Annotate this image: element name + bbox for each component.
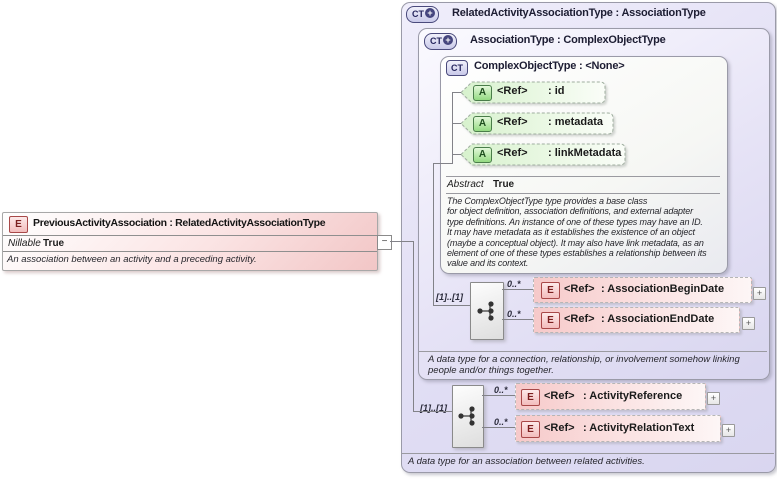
sequence-compositor[interactable] [452,385,484,448]
cardinality-label: [1]..[1] [436,292,463,302]
element-ref-label: <Ref> [544,390,575,402]
connector-line [452,92,461,93]
divider [3,251,377,252]
complex-type-icon: CT [446,60,468,76]
cardinality-label: 0..* [507,309,521,319]
element-ref-label: <Ref> [564,313,595,325]
attribute-ref-label: <Ref> [497,116,528,128]
attribute-row-metadata[interactable]: A <Ref> : metadata [460,112,614,135]
derived-plus-icon: + [425,8,435,18]
sequence-icon [477,301,494,321]
connector-line [452,123,461,124]
sequence-icon [458,406,475,426]
expand-button[interactable]: + [753,287,766,300]
expand-button[interactable]: + [722,424,735,437]
connector-line [452,154,461,155]
derived-plus-icon: + [443,35,453,45]
expand-button[interactable]: + [707,392,720,405]
complex-type-icon: CT+ [424,33,457,50]
attribute-banner-shape [460,143,626,166]
element-ref-label: <Ref> [564,283,595,295]
attribute-ref-label: <Ref> [497,85,528,97]
element-name: : ActivityRelationText [583,422,695,434]
divider [3,235,377,236]
element-icon: E [521,421,540,438]
connector-line [413,411,452,412]
collapse-button[interactable]: − [377,235,392,250]
attribute-name: : metadata [548,116,604,128]
ct-badge-label: CT [451,63,463,73]
connector-line [433,163,453,164]
attribute-row-id[interactable]: A <Ref> : id [460,81,606,104]
connector-line [433,163,434,306]
related-type-documentation: A data type for an association between r… [408,456,645,467]
element-row-association-end-date[interactable]: E <Ref> : AssociationEndDate [533,307,740,333]
connector-line [413,241,414,411]
divider [446,176,720,177]
sequence-compositor[interactable] [470,282,504,340]
expand-button[interactable]: + [742,317,755,330]
cardinality-label: [1]..[1] [420,403,447,413]
connector-line [502,319,533,320]
ct-badge-label: CT [412,9,424,19]
facet-value: True [493,179,515,190]
facet-name: Abstract [447,179,484,190]
divider [419,351,767,352]
facet-value: True [43,238,65,249]
connector-line [452,92,453,164]
facet-name: Nillable [8,238,41,249]
divider [446,193,720,194]
divider [402,453,774,454]
attribute-ref-label: <Ref> [497,147,528,159]
cardinality-label: 0..* [494,417,508,427]
connector-line [482,395,515,396]
association-type-title: AssociationType : ComplexObjectType [470,34,666,46]
element-ref-label: <Ref> [544,422,575,434]
element-icon: E [521,389,540,406]
element-row-activity-reference[interactable]: E <Ref> : ActivityReference [515,383,706,410]
element-icon: E [9,216,28,233]
connector-line [433,305,471,306]
element-name: : ActivityReference [583,390,683,402]
connector-line [502,289,533,290]
attribute-icon: A [473,147,492,163]
attribute-icon: A [473,116,492,132]
cardinality-label: 0..* [494,385,508,395]
attribute-banner-shape [460,81,606,104]
attribute-name: : linkMetadata [548,147,622,159]
element-icon: E [541,312,560,329]
connector-line [390,241,413,242]
previous-activity-association-element[interactable]: E PreviousActivityAssociation : RelatedA… [2,212,378,271]
cardinality-label: 0..* [507,279,521,289]
element-title: PreviousActivityAssociation : RelatedAct… [33,217,326,229]
complex-object-type-title: ComplexObjectType : <None> [474,60,625,72]
element-icon: E [541,282,560,299]
association-type-documentation: A data type for a connection, relationsh… [428,354,740,376]
element-row-activity-relation-text[interactable]: E <Ref> : ActivityRelationText [515,415,721,442]
related-type-title: RelatedActivityAssociationType : Associa… [452,7,706,19]
attribute-banner-shape [460,112,614,135]
attribute-icon: A [473,85,492,101]
connector-line [482,427,515,428]
element-documentation: An association between an activity and a… [7,254,257,265]
ct-badge-label: CT [430,36,442,46]
attribute-name: : id [548,85,565,97]
element-row-association-begin-date[interactable]: E <Ref> : AssociationBeginDate [533,277,752,303]
element-name: : AssociationBeginDate [601,283,725,295]
complex-type-icon: CT+ [406,6,439,23]
complex-object-type-documentation: The ComplexObjectType type provides a ba… [447,196,707,269]
element-name: : AssociationEndDate [601,313,715,325]
attribute-row-link-metadata[interactable]: A <Ref> : linkMetadata [460,143,626,166]
